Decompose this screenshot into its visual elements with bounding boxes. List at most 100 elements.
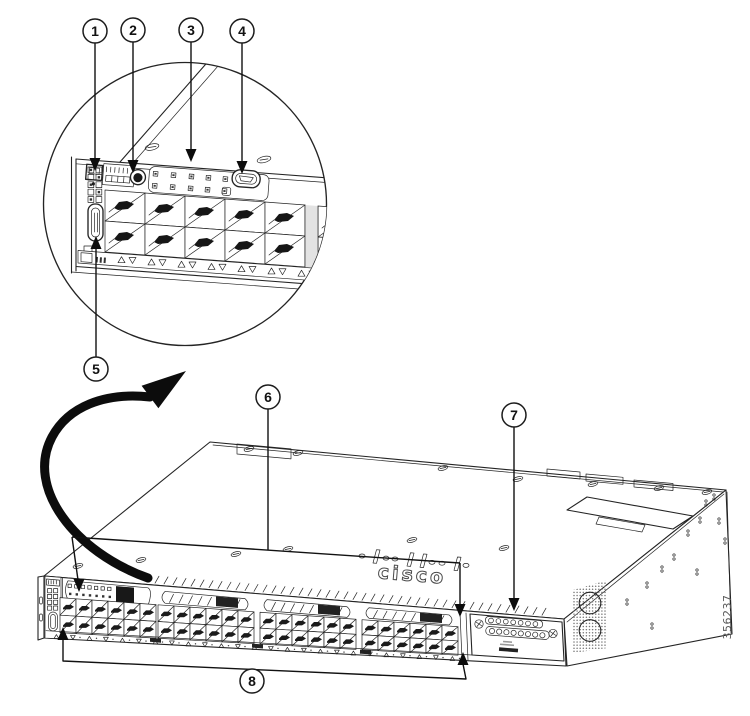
sfp-latch-icon (177, 629, 188, 634)
detail-port-cages (104, 189, 327, 272)
fan-dot (594, 625, 597, 628)
sfp-latch-icon (274, 244, 294, 253)
fan-dot (604, 644, 606, 646)
fan-dot (582, 631, 585, 634)
strip-triangle (235, 644, 241, 649)
module-hole (539, 632, 546, 639)
curved-magnify-arrow-icon (40, 371, 186, 583)
slot-hatch (299, 604, 305, 613)
sfp-latch-handle (268, 250, 275, 256)
led-icon (95, 594, 98, 598)
top-face-screws (72, 446, 713, 569)
sfp-latch-icon (194, 238, 214, 247)
detail-screw (144, 143, 160, 151)
stack-led-mark (89, 168, 93, 172)
fan-dot (604, 604, 606, 606)
fan-dot (579, 594, 581, 597)
fan-dot (582, 591, 585, 594)
sfp-latch-icon (79, 606, 90, 611)
fan-dot (591, 588, 594, 591)
sfp-latch-icon (114, 232, 134, 241)
fan-dot (591, 585, 594, 587)
vent-tick (235, 582, 241, 591)
vent-tick (415, 597, 421, 606)
strip-dot (310, 649, 312, 651)
panel-screw-icon (701, 489, 713, 495)
sfp-latch-icon (327, 623, 338, 628)
fan-dot (582, 625, 585, 628)
fan-dot (604, 607, 606, 609)
fan-dot (598, 625, 600, 628)
fan-dot (601, 585, 603, 587)
fan-dot (573, 600, 575, 603)
stack-led (95, 174, 103, 181)
panel-screw-icon (230, 551, 242, 557)
led-icon (102, 595, 105, 598)
status-icon (204, 186, 211, 193)
fan-dot (585, 635, 588, 637)
fan-dot (598, 613, 600, 615)
vent-hole (704, 503, 708, 507)
fan-dot (585, 625, 588, 628)
status-icon (205, 174, 212, 181)
strip-triangle (449, 656, 456, 661)
fan-dot (591, 628, 594, 631)
cisco-logo-badge (101, 163, 136, 188)
fan-dot (598, 631, 600, 634)
vent-tick (523, 606, 529, 615)
fan-dot (598, 588, 600, 591)
port-index-triangles (95, 256, 317, 278)
strip-dot (145, 640, 147, 642)
vent-hole (672, 557, 676, 561)
callout-2: 2 (120, 17, 146, 43)
fan-dot (598, 619, 600, 622)
fan-dot (601, 594, 603, 597)
mode-button[interactable] (129, 169, 147, 186)
strip-triangle (350, 650, 357, 656)
module-hole (496, 628, 503, 635)
slot-label-block (420, 612, 442, 624)
sfp-latch-icon (225, 632, 236, 637)
fan-dot (598, 604, 600, 606)
usb-slot[interactable] (87, 203, 104, 242)
fan-dot (598, 600, 600, 603)
sfp-latch-icon (343, 639, 354, 644)
fan-dot (576, 635, 578, 637)
leader-6-bracket (71, 409, 466, 617)
strip-dot (227, 644, 230, 647)
screw-slot (294, 452, 302, 454)
sfp-latch-icon (193, 630, 204, 635)
console-icon (221, 186, 232, 196)
status-icon (170, 172, 177, 178)
fan-dot (573, 591, 575, 594)
module-hole (532, 621, 539, 627)
module-screw-left (474, 619, 484, 629)
sfp-latch-icon (327, 638, 338, 643)
vent-hole (625, 602, 629, 606)
fan-dot (604, 610, 606, 612)
callout-6-label: 6 (264, 389, 272, 405)
screw-slot (439, 467, 447, 469)
fan-dot (604, 597, 606, 600)
fan-dot (594, 600, 597, 603)
fan-dot (598, 591, 600, 594)
led-icon (107, 586, 112, 592)
sfp-latch-icon (397, 642, 408, 648)
led-icon (82, 593, 85, 597)
fan-dot (573, 613, 575, 615)
fan-dot (601, 619, 603, 622)
fan-dot (573, 619, 575, 622)
fan-dot (582, 619, 585, 622)
stack-led (87, 166, 95, 174)
mini-usb-console-port[interactable] (231, 169, 261, 189)
panel-screw-icon (653, 485, 665, 491)
fan-dot (579, 650, 581, 653)
fan-dot (582, 613, 585, 615)
module-hole (517, 620, 524, 626)
fan-dot (598, 616, 600, 618)
strip-triangle (317, 648, 324, 654)
fan-dot (598, 647, 600, 649)
fan-dot (579, 641, 581, 643)
slot-hatch (373, 610, 378, 619)
